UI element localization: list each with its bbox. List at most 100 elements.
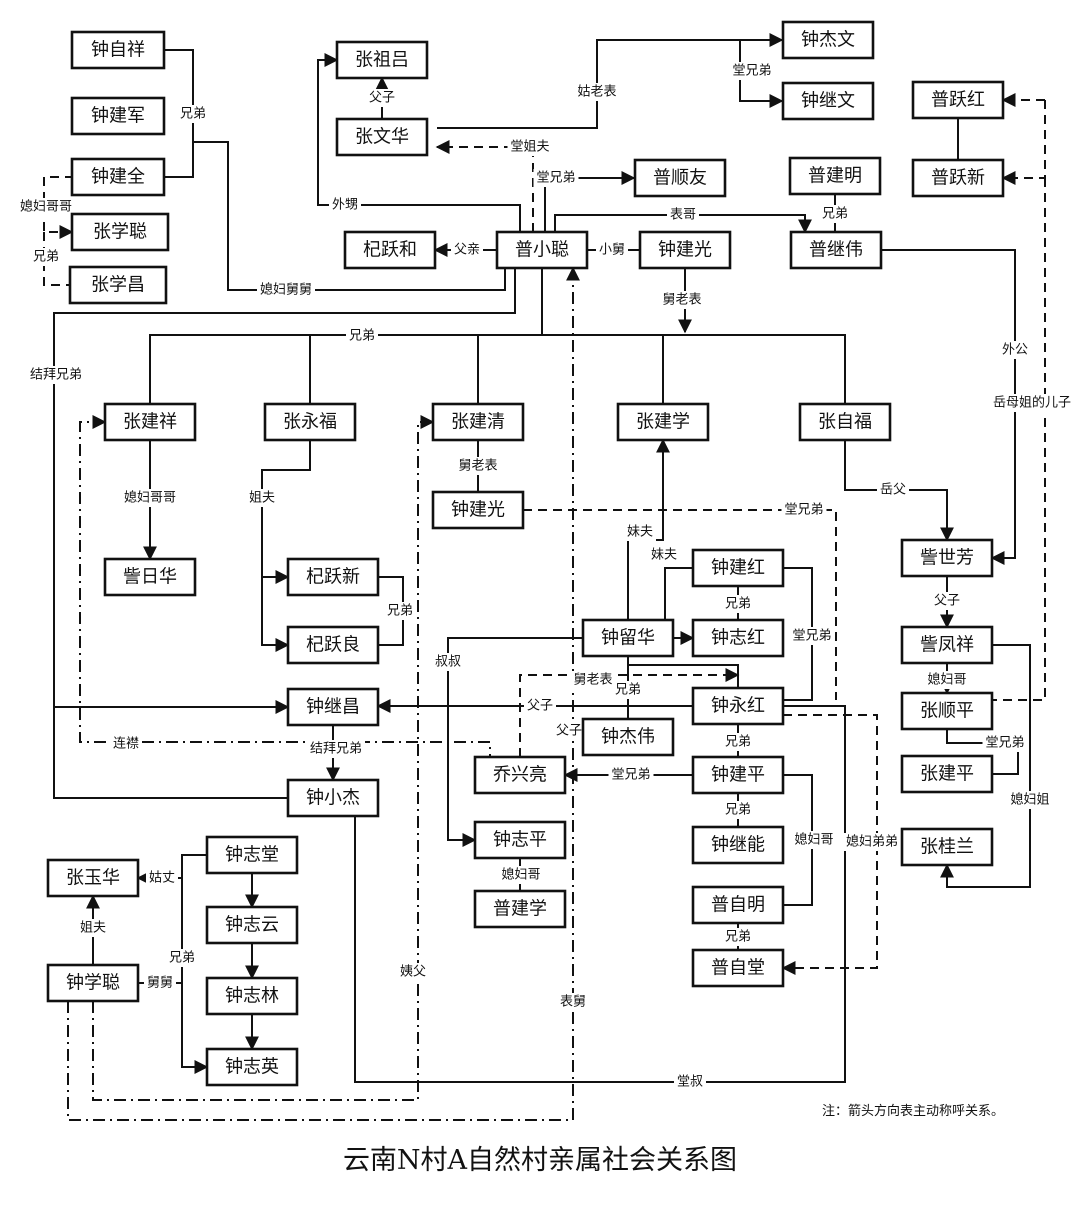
relation-label: 外甥: [329, 196, 361, 214]
svg-text:姨父: 姨父: [400, 965, 426, 980]
relation-label: 兄弟: [722, 733, 754, 751]
person-node: 钟永红: [691, 686, 785, 726]
relation-line: [67, 266, 580, 1121]
svg-text:堂兄弟: 堂兄弟: [536, 171, 575, 186]
svg-text:父子: 父子: [527, 699, 553, 714]
person-name: 普跃新: [931, 168, 985, 189]
person-node: 钟继能: [691, 825, 785, 865]
person-node: 乔兴亮: [473, 755, 567, 795]
relation-label: 妹夫: [648, 546, 680, 564]
person-node: 钟志堂: [205, 835, 299, 875]
person-name: 普建明: [808, 166, 862, 187]
svg-text:表哥: 表哥: [670, 208, 696, 223]
svg-text:兄弟: 兄弟: [180, 107, 206, 122]
person-name: 钟志林: [225, 986, 279, 1007]
svg-text:父子: 父子: [556, 724, 582, 739]
person-node: 钟建光: [638, 230, 732, 270]
svg-text:妹夫: 妹夫: [651, 548, 677, 563]
relation-label: 兄弟: [384, 602, 416, 620]
svg-text:兄弟: 兄弟: [169, 951, 195, 966]
person-node: 张建学: [616, 402, 710, 442]
relation-label: 父子: [524, 697, 556, 715]
person-node: 钟志林: [205, 976, 299, 1016]
person-name: 普顺友: [653, 168, 707, 189]
person-node: 钟建平: [691, 755, 785, 795]
relation-line: [53, 707, 288, 799]
svg-text:兄弟: 兄弟: [725, 735, 751, 750]
relation-label: 媳妇哥哥: [121, 489, 179, 507]
person-name: 钟建军: [91, 106, 145, 127]
person-name: 钟杰伟: [601, 727, 655, 748]
svg-text:姐夫: 姐夫: [249, 491, 275, 506]
relation-line: [1001, 100, 1046, 185]
svg-text:媳妇弟弟: 媳妇弟弟: [846, 834, 898, 850]
relation-line: [92, 415, 435, 1101]
svg-text:媳妇哥哥: 媳妇哥哥: [124, 490, 176, 506]
person-name: 訾日华: [123, 567, 177, 588]
svg-text:连襟: 连襟: [113, 736, 139, 752]
person-node: 訾凤祥: [900, 625, 994, 665]
relation-line: [664, 567, 693, 620]
person-node: 张玉华: [46, 858, 140, 898]
person-name: 钟永红: [711, 696, 765, 717]
relation-line: [781, 714, 878, 975]
diagram-note: 注：箭头方向表主动称呼关系。: [822, 1104, 1005, 1119]
relation-label: 媳妇哥: [498, 866, 544, 884]
person-name: 钟建平: [711, 765, 765, 786]
person-name: 张建清: [451, 412, 505, 433]
relation-label: 叔叔: [432, 653, 464, 671]
person-node: 訾日华: [103, 557, 197, 597]
relation-line: [261, 440, 311, 584]
relation-label: 媳妇哥哥: [17, 198, 75, 216]
relation-label: 兄弟: [30, 248, 62, 266]
svg-text:兄弟: 兄弟: [33, 250, 59, 265]
relation-label: 父子: [366, 89, 398, 107]
person-node: 张建祥: [103, 402, 197, 442]
svg-text:媳妇哥哥: 媳妇哥哥: [20, 199, 72, 215]
relation-line: [208, 141, 506, 291]
svg-text:小舅: 小舅: [599, 243, 625, 258]
svg-text:舅老表: 舅老表: [458, 459, 497, 474]
svg-text:妹夫: 妹夫: [627, 525, 653, 540]
person-name: 普继伟: [809, 240, 863, 261]
person-name: 钟自祥: [91, 40, 145, 61]
person-node: 钟杰伟: [581, 717, 675, 757]
person-name: 张学聪: [93, 222, 147, 243]
person-node: 张顺平: [900, 691, 994, 731]
relation-label: 兄弟: [722, 928, 754, 946]
person-name: 张祖吕: [355, 50, 409, 71]
person-node: 普小聪: [495, 230, 589, 270]
person-node: 钟志云: [205, 905, 299, 945]
relation-label: 姐夫: [77, 919, 109, 937]
person-name: 张顺平: [920, 701, 974, 722]
svg-text:岳母姐的儿子: 岳母姐的儿子: [993, 395, 1071, 411]
relation-label: 岳父: [877, 481, 909, 499]
person-name: 钟志云: [225, 915, 279, 936]
person-name: 钟志堂: [225, 845, 279, 866]
relation-label: 父子: [553, 722, 585, 740]
person-node: 钟志红: [691, 618, 785, 658]
person-node: 普顺友: [633, 158, 727, 198]
relation-label: 妹夫: [624, 523, 656, 541]
person-name: 普建学: [493, 899, 547, 920]
relation-label: 兄弟: [722, 801, 754, 819]
person-name: 普自堂: [711, 958, 765, 979]
relation-label: 连襟: [110, 735, 142, 753]
svg-text:姑老表: 姑老表: [577, 85, 616, 100]
relation-label: 兄弟: [722, 595, 754, 613]
svg-text:结拜兄弟: 结拜兄弟: [30, 368, 82, 383]
relation-label: 表哥: [667, 206, 699, 224]
svg-text:媳妇哥: 媳妇哥: [794, 832, 833, 848]
relation-line: [435, 140, 534, 232]
person-node: 张学聪: [70, 212, 170, 252]
person-node: 杞跃新: [286, 557, 380, 597]
person-name: 张学昌: [91, 275, 145, 296]
relation-label: 姑老表: [574, 83, 620, 101]
svg-text:兄弟: 兄弟: [349, 329, 375, 344]
relation-label: 媳妇弟弟: [843, 833, 901, 851]
relation-label: 堂兄弟: [729, 62, 775, 80]
person-node: 杞跃和: [343, 230, 437, 270]
person-name: 张桂兰: [920, 837, 974, 858]
relation-label: 舅老表: [659, 291, 705, 309]
svg-text:堂叔: 堂叔: [677, 1075, 703, 1090]
